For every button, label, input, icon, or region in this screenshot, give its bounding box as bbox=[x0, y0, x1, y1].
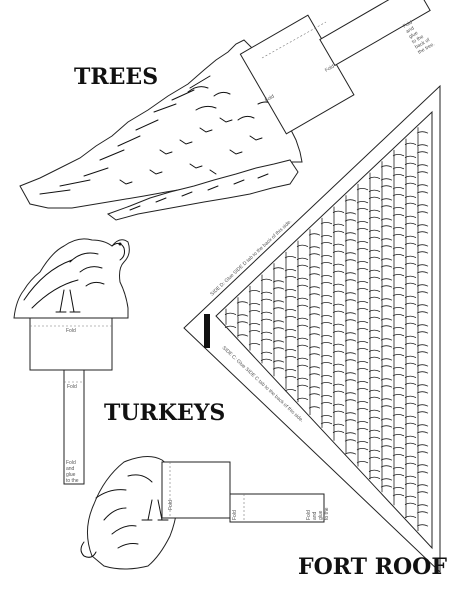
svg-text:to the: to the bbox=[66, 478, 79, 484]
svg-text:and: and bbox=[405, 25, 415, 34]
svg-text:to the: to the bbox=[411, 34, 425, 46]
trees-title: TREES bbox=[74, 64, 158, 90]
svg-text:and: and bbox=[312, 511, 318, 520]
svg-text:glue: glue bbox=[408, 30, 419, 40]
svg-text:Fold: Fold bbox=[402, 20, 414, 30]
svg-text:Fold: Fold bbox=[66, 460, 76, 466]
turkey-fanned: Fold Fold Fold and glue to the bbox=[80, 456, 330, 570]
svg-text:and: and bbox=[66, 466, 75, 472]
svg-text:glue: glue bbox=[318, 510, 324, 520]
tree-tab-text: Fold and glue to the back of the tree. bbox=[402, 20, 436, 56]
turkey-standing: Fold Fold Fold and glue to the bbox=[13, 238, 130, 485]
turkey2-tab-text: Fold and glue to the bbox=[306, 507, 330, 520]
svg-text:glue: glue bbox=[66, 472, 76, 478]
svg-text:Fold: Fold bbox=[67, 384, 77, 390]
turkey1-tab-text: Fold and glue to the bbox=[66, 460, 79, 484]
roof-shingles bbox=[224, 127, 429, 531]
svg-text:Fold: Fold bbox=[306, 510, 312, 520]
turkey2-fold: Fold bbox=[168, 500, 174, 510]
fort-roof-title: FORT ROOF bbox=[298, 554, 447, 580]
svg-text:Fold: Fold bbox=[232, 510, 238, 520]
svg-text:Fold: Fold bbox=[264, 94, 276, 104]
shingle-lines bbox=[224, 127, 429, 531]
fort-roof: SIDE D: Glue SIDE D tab to the back of t… bbox=[183, 84, 441, 574]
svg-text:to the: to the bbox=[324, 507, 330, 520]
tree-lower bbox=[106, 159, 299, 221]
turkeys-title: TURKEYS bbox=[104, 400, 225, 426]
turkey1-fold-top: Fold bbox=[66, 328, 76, 334]
tree-tab: Fold Fold and glue to the back of the tr… bbox=[239, 0, 436, 135]
tree-fold-label: Fold bbox=[324, 64, 336, 74]
